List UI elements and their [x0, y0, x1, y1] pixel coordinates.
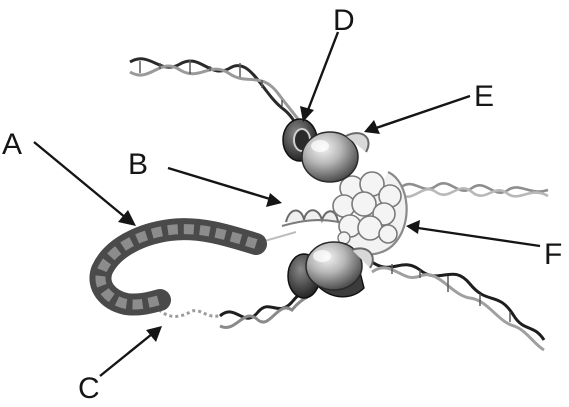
okazaki-loop-a: [100, 229, 256, 304]
lagging-strand-c: [152, 286, 312, 327]
label-c: C: [78, 372, 100, 405]
label-a: A: [2, 128, 22, 161]
arrow-c: [100, 326, 162, 376]
label-d: D: [333, 4, 355, 37]
dna-helix-lower-right: [372, 262, 544, 350]
arrow-e: [364, 96, 470, 134]
arrow-d: [300, 32, 338, 122]
dna-helix-upper-left: [130, 59, 306, 140]
label-e: E: [474, 80, 494, 113]
dna-helix-right: [400, 183, 548, 196]
label-b: B: [128, 148, 148, 181]
polymerase-e: [302, 132, 369, 182]
arrow-f: [406, 220, 540, 246]
arrow-a: [34, 142, 136, 226]
helicase-f: [333, 172, 407, 255]
arrow-b: [168, 168, 282, 207]
label-f: F: [544, 238, 562, 271]
